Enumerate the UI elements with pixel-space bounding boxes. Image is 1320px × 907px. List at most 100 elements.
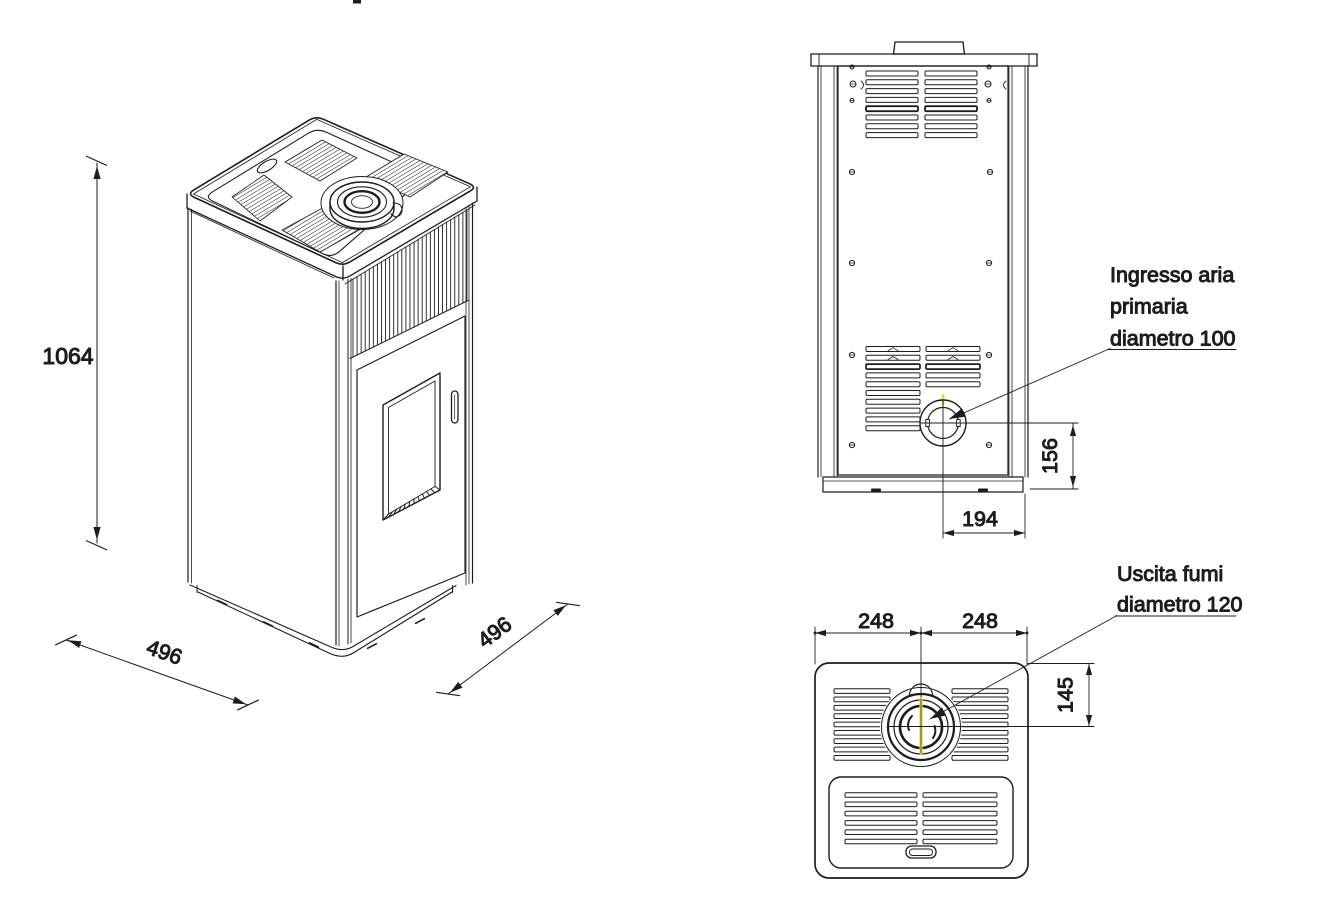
flue-collar-inner-ring xyxy=(343,189,381,214)
door-handle xyxy=(450,390,459,424)
shade-stroke xyxy=(417,496,420,502)
screw xyxy=(986,98,992,103)
vent-slot xyxy=(844,792,918,798)
inlet-height-dimension-label: 156 xyxy=(1038,438,1062,474)
dim-arrow xyxy=(1085,715,1093,726)
screw xyxy=(848,441,856,449)
screw xyxy=(849,64,855,70)
screw xyxy=(984,80,992,88)
flue-label-line-2: diametro 120 xyxy=(1117,593,1243,617)
vent-slot xyxy=(865,398,921,405)
dim-dot xyxy=(813,631,817,635)
foot-mark xyxy=(366,642,378,650)
vent-slot xyxy=(924,114,978,121)
dim-tick xyxy=(236,699,260,711)
shade-stroke xyxy=(430,488,436,494)
top-grille-patch xyxy=(284,139,358,182)
height-dimension-label: 1064 xyxy=(42,343,93,369)
width-dimension-label: 496 xyxy=(473,612,516,653)
dim-tick xyxy=(85,539,108,551)
shade-stroke xyxy=(382,513,389,521)
screw xyxy=(848,351,856,359)
vent-slot xyxy=(922,829,998,836)
panel-screws xyxy=(848,64,994,449)
shade-stroke xyxy=(434,486,441,491)
vent-slot xyxy=(865,407,921,414)
flue-stub xyxy=(892,41,966,55)
depth-dimension-label: 496 xyxy=(143,635,185,670)
cropped-artifact xyxy=(353,0,361,4)
vent-slot xyxy=(833,738,891,744)
shade-stroke xyxy=(398,506,402,513)
vent-slot xyxy=(925,381,981,388)
panel-notch xyxy=(860,80,864,90)
dim-arrow xyxy=(1016,629,1027,637)
dim-arrow xyxy=(93,166,101,179)
shade-stroke xyxy=(387,511,394,518)
rear-lower-grille xyxy=(865,346,981,432)
top-rear-panel-slots xyxy=(844,792,998,845)
vent-slot xyxy=(925,372,981,379)
dim-arrow xyxy=(949,408,966,419)
dim-dot xyxy=(919,631,923,635)
vent-slot xyxy=(844,810,918,817)
dim-dot xyxy=(1025,631,1029,635)
foot-mark xyxy=(308,642,320,648)
vent-slot xyxy=(865,346,921,352)
dim-tick xyxy=(556,601,580,607)
vent-slot xyxy=(924,96,978,103)
rear-base xyxy=(822,476,1024,493)
vent-slot xyxy=(865,372,921,379)
slat-band-bottom xyxy=(349,300,469,359)
vent-slot xyxy=(833,704,891,711)
vent-slot xyxy=(865,105,919,113)
screw xyxy=(849,98,855,103)
vent-slot xyxy=(833,755,891,761)
vent-slot xyxy=(865,363,921,370)
door-window-outer xyxy=(382,372,441,521)
louver-mark xyxy=(887,347,894,352)
right-half-width-dimension-label: 248 xyxy=(962,609,998,633)
rear-base-feet xyxy=(871,488,988,492)
dim-arrow xyxy=(910,629,921,637)
rear-panel xyxy=(837,65,1009,476)
primary-air-label-line-1: Ingresso aria xyxy=(1110,263,1234,287)
vent-slot xyxy=(924,105,978,113)
shade-stroke xyxy=(408,501,411,507)
foot-mark xyxy=(216,599,228,606)
base-feet-marks xyxy=(216,599,426,650)
shade-stroke xyxy=(421,493,425,499)
flue-collar-clip xyxy=(390,202,403,218)
base-foot xyxy=(871,488,881,492)
louver-mark xyxy=(952,356,959,360)
stove-top-face xyxy=(189,117,475,265)
vent-slot xyxy=(865,425,921,432)
dim-arrow xyxy=(68,640,82,649)
stove-door xyxy=(356,315,466,618)
top-grille-patch xyxy=(231,174,293,222)
depth-dimension-line xyxy=(65,639,249,706)
louver-mark xyxy=(947,356,954,360)
vent-slot xyxy=(951,755,1009,761)
vent-slot xyxy=(951,704,1009,711)
rear-upper-grille xyxy=(865,70,978,139)
screw xyxy=(985,441,993,449)
vent-slot xyxy=(951,696,1009,703)
body-bottom-edge xyxy=(189,584,457,651)
dim-arrow xyxy=(450,681,463,693)
dim-arrow xyxy=(553,605,566,616)
dim-arrow xyxy=(93,527,101,540)
dim-arrow xyxy=(921,629,932,637)
top-cap xyxy=(810,53,1038,67)
vent-slot xyxy=(833,688,891,694)
screw xyxy=(986,168,994,176)
screw xyxy=(848,168,856,176)
vent-slot xyxy=(865,390,921,396)
vent-slot xyxy=(922,801,998,808)
vent-slot xyxy=(865,416,921,423)
dim-arrow xyxy=(1085,664,1093,675)
vent-slot xyxy=(951,688,1009,694)
vent-slot xyxy=(833,746,891,753)
